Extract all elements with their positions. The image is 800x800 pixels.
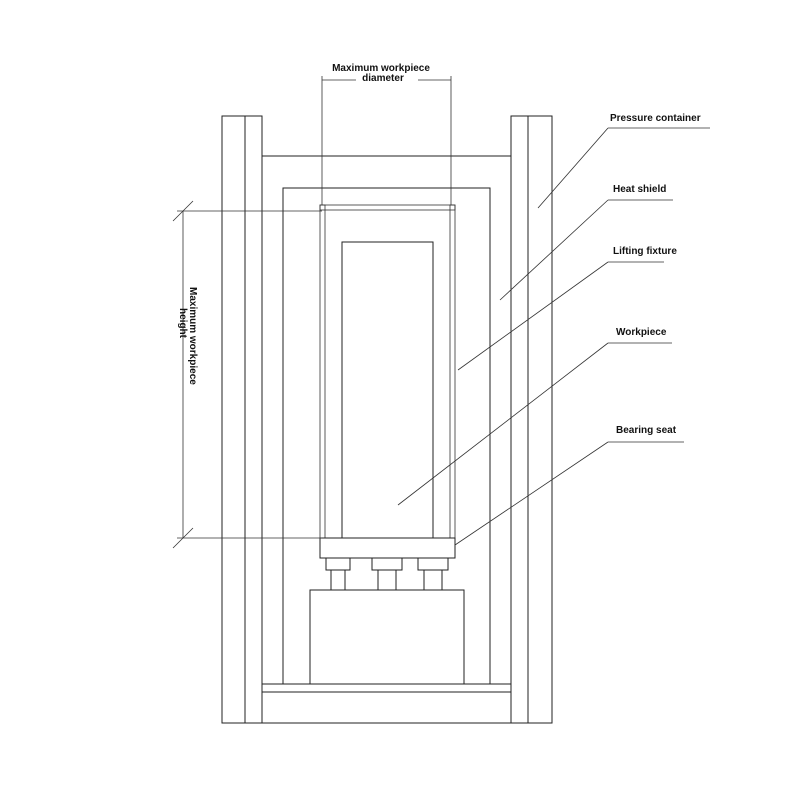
workpiece: [341, 241, 434, 539]
bearing-seat-feet: [325, 557, 449, 591]
callout-lifting-fixture: Lifting fixture: [457, 246, 677, 371]
label-pressure-container: Pressure container: [610, 113, 701, 124]
pressure-container: [221, 115, 553, 724]
height-label-line2: height: [177, 308, 188, 339]
label-lifting-fixture: Lifting fixture: [613, 246, 677, 257]
label-heat-shield: Heat shield: [613, 184, 666, 195]
callout-workpiece: Workpiece: [397, 327, 672, 506]
diameter-label-line1: Maximum workpiece: [332, 63, 430, 74]
callout-bearing-seat: Bearing seat: [454, 425, 684, 546]
label-workpiece: Workpiece: [616, 327, 667, 338]
height-dimension: Maximum workpiece height: [172, 200, 322, 549]
callout-pressure-container: Pressure container: [537, 113, 710, 209]
label-bearing-seat: Bearing seat: [616, 425, 677, 436]
heat-shield: [261, 155, 512, 693]
bearing-seat: [319, 537, 456, 591]
height-label-line1: Maximum workpiece: [187, 287, 198, 385]
lifting-fixture: [319, 204, 456, 539]
callout-heat-shield: Heat shield: [499, 184, 673, 301]
diameter-label-line2: diameter: [362, 73, 404, 84]
support-block: [309, 589, 465, 685]
diameter-dimension: Maximum workpiece diameter: [321, 63, 452, 205]
